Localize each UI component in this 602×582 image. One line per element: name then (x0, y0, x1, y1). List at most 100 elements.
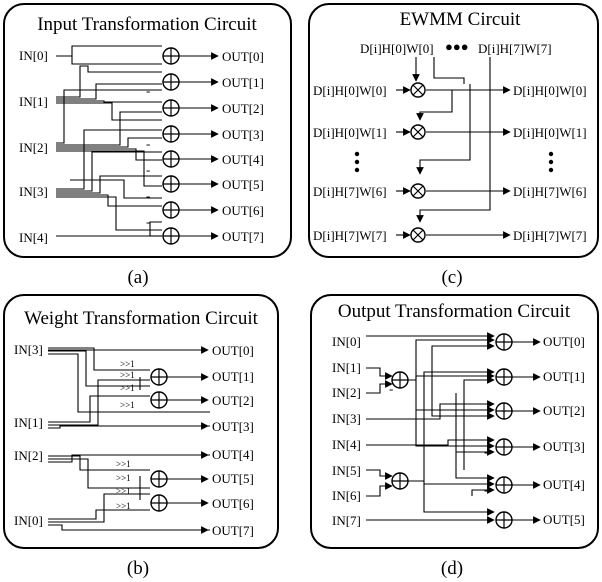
panel-a-output-0: OUT[0] (222, 49, 264, 64)
panel-c: EWMM Circuit D[i]H[0]W[0] ●●● D[i]H[7]W[… (308, 3, 599, 258)
panel-a-output-4: OUT[4] (222, 152, 264, 167)
multiplier-icon (410, 82, 426, 98)
panel-d-input-7: IN[7] (332, 513, 361, 528)
panel-a-output-5: OUT[5] (222, 177, 264, 192)
adder-icon (162, 227, 180, 245)
panel-d-input-1: IN[1] (332, 360, 361, 375)
panel-a-wiring (56, 45, 162, 237)
panel-b-output-4: OUT[4] (212, 447, 254, 462)
panel-c-frame (308, 3, 599, 258)
panel-a-output-6: OUT[6] (222, 203, 264, 218)
panel-d-input-4: IN[4] (332, 437, 361, 452)
panel-b-input-2: IN[2] (14, 448, 43, 463)
panel-d-output-1: OUT[1] (543, 369, 585, 384)
panel-b-output-3: OUT[3] (212, 419, 254, 434)
adder-icon (391, 371, 409, 389)
panel-a-minus: - (146, 214, 150, 229)
adder-icon (162, 125, 180, 143)
panel-c-right-label-3: D[i]H[7]W[7] (513, 228, 587, 243)
panel-c-left-label-2: D[i]H[7]W[6] (313, 184, 387, 199)
panel-d-frame (310, 294, 599, 549)
panel-b-shift-label: >>1 (116, 486, 131, 496)
panel-a-minus: - (146, 162, 150, 177)
panel-b: Weight Transformation Circuit IN[3] IN[1… (3, 294, 279, 549)
panel-b-output-6: OUT[6] (212, 496, 254, 511)
panel-d-minus: - (484, 482, 488, 497)
multiplier-icon (410, 124, 426, 140)
panel-a-caption: (a) (127, 267, 148, 288)
panel-d: Output Transformation Circuit IN[0] IN[1… (310, 294, 599, 549)
panel-c-left-label-1: D[i]H[0]W[1] (313, 125, 387, 140)
panel-d-output-arrows (512, 338, 541, 524)
panel-d-wiring (366, 332, 495, 524)
adder-icon (162, 150, 180, 168)
panel-c-multipliers (410, 82, 426, 243)
panel-b-input-3: IN[0] (14, 513, 43, 528)
adder-icon (495, 511, 513, 529)
panel-d-title: Output Transformation Circuit (338, 301, 571, 322)
panel-b-shift-label: >>1 (116, 459, 131, 469)
panel-a-title: Input Transformation Circuit (37, 14, 257, 35)
panel-a-minus: - (146, 188, 150, 203)
panel-b-wiring (48, 347, 210, 531)
panel-b-output-5: OUT[5] (212, 471, 254, 486)
panel-b-output-0: OUT[0] (212, 343, 254, 358)
panel-d-input-2: IN[2] (332, 385, 361, 400)
panel-b-output-2: OUT[2] (212, 393, 254, 408)
adder-icon (495, 438, 513, 456)
panel-a-output-3: OUT[3] (222, 127, 264, 142)
adder-icon (162, 201, 180, 219)
panel-d-output-0: OUT[0] (543, 334, 585, 349)
adder-icon (495, 333, 513, 351)
panel-a-input-2: IN[2] (19, 140, 48, 155)
panel-b-output-arrows (48, 346, 209, 534)
panel-c-vertical-dots-right (548, 151, 554, 173)
panel-b-frame (3, 294, 279, 549)
adder-icon (162, 73, 180, 91)
panel-a-input-4: IN[4] (19, 230, 48, 245)
adder-icon (150, 391, 168, 409)
panel-c-right-label-1: D[i]H[0]W[1] (513, 125, 587, 140)
adder-icon (162, 175, 180, 193)
panel-d-minus: - (484, 407, 488, 422)
panel-b-shift-label: >>1 (120, 359, 135, 369)
panel-a-minus: - (146, 55, 150, 70)
adder-icon (150, 368, 168, 386)
panel-d-input-5: IN[5] (332, 463, 361, 478)
panel-b-shift-label: >>1 (120, 383, 135, 393)
multiplier-icon (410, 183, 426, 199)
panel-b-adders (150, 368, 168, 512)
panel-d-input-3: IN[3] (332, 411, 361, 426)
panel-a-adders (162, 47, 180, 245)
multiplier-icon (410, 227, 426, 243)
panel-c-left-label-0: D[i]H[0]W[0] (313, 83, 387, 98)
panel-b-output-7: OUT[7] (212, 523, 254, 538)
panel-b-shift-label: >>1 (116, 473, 131, 483)
panel-a-output-arrows (179, 52, 219, 240)
panel-c-caption: (c) (441, 267, 462, 288)
panel-d-input-6: IN[6] (332, 488, 361, 503)
panel-c-top-right-label: D[i]H[7]W[7] (478, 41, 552, 56)
adder-icon (495, 402, 513, 420)
panel-c-ellipsis: ●●● (445, 39, 469, 54)
panel-b-caption: (b) (127, 558, 149, 579)
panel-c-top-left-label: D[i]H[0]W[0] (360, 41, 434, 56)
panel-a-output-7: OUT[7] (222, 229, 264, 244)
adder-icon (495, 476, 513, 494)
panel-b-output-1: OUT[1] (212, 369, 254, 384)
adder-icon (150, 494, 168, 512)
panel-b-input-0: IN[3] (14, 342, 43, 357)
adder-icon (162, 99, 180, 117)
panel-b-shift-label: >>1 (120, 370, 135, 380)
panel-a-minus: - (146, 136, 150, 151)
panel-a-minus: - (146, 83, 150, 98)
panel-c-right-label-0: D[i]H[0]W[0] (513, 83, 587, 98)
panel-d-caption: (d) (441, 558, 463, 579)
panel-d-output-3: OUT[3] (543, 439, 585, 454)
panel-d-output-5: OUT[5] (543, 512, 585, 527)
adder-icon (162, 47, 180, 65)
panel-d-input-0: IN[0] (332, 334, 361, 349)
panel-a-frame (3, 3, 292, 258)
adder-icon (150, 470, 168, 488)
panel-d-minus: - (484, 444, 488, 459)
